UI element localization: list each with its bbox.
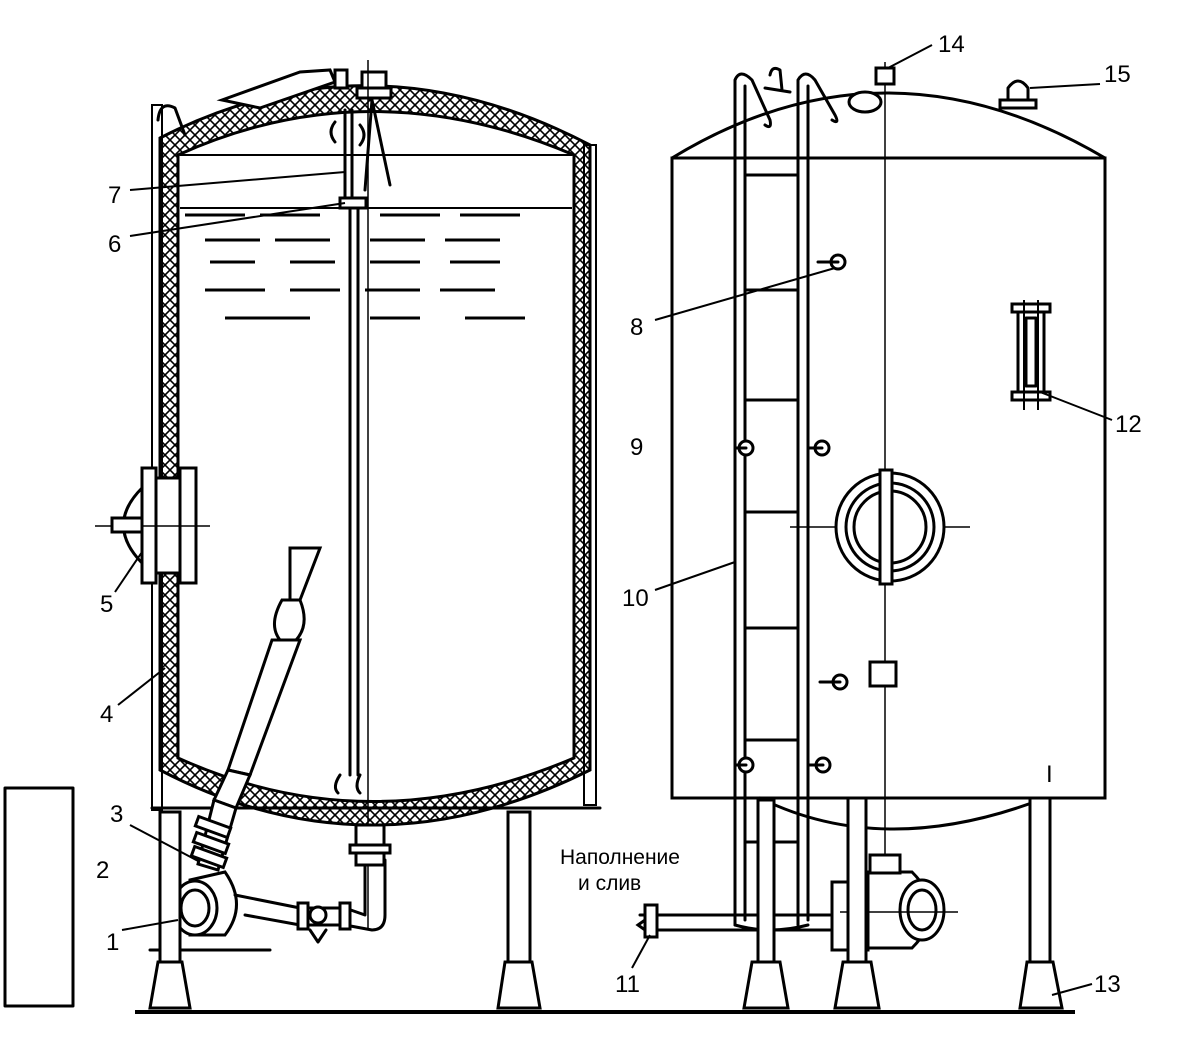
callout-1: 1 xyxy=(106,929,119,956)
tank-roof xyxy=(671,91,1106,160)
left-tank-cutaway xyxy=(95,60,602,1010)
callout-5: 5 xyxy=(100,591,113,618)
right-foot-2 xyxy=(833,960,881,1010)
callout-I: I xyxy=(1046,761,1053,788)
callout-12: 12 xyxy=(1115,411,1142,438)
sight-glass xyxy=(1010,300,1052,410)
right-foot-1 xyxy=(742,960,790,1010)
agitator xyxy=(211,546,323,810)
ladder xyxy=(733,72,839,932)
liquid-dashes xyxy=(185,213,525,320)
callout-3: 3 xyxy=(110,801,123,828)
caption-line-1: Наполнение xyxy=(560,846,680,869)
callout-10: 10 xyxy=(622,585,649,612)
caption-line-2: и слив xyxy=(578,872,641,895)
callout-14: 14 xyxy=(938,31,965,58)
callout-9: 9 xyxy=(630,434,643,461)
sample-taps xyxy=(733,253,849,774)
right-tank-exterior xyxy=(635,62,1107,1010)
callout-labels: 1 2 3 4 5 6 7 8 9 10 11 12 13 14 15 I xyxy=(96,31,1142,998)
round-manhole xyxy=(834,468,946,586)
callout-6: 6 xyxy=(108,231,121,258)
middle-foot xyxy=(496,960,542,1010)
callout-7: 7 xyxy=(108,182,121,209)
callout-4: 4 xyxy=(100,701,113,728)
left-foot xyxy=(148,960,192,1010)
right-foot-3 xyxy=(1018,960,1064,1010)
callout-13: 13 xyxy=(1094,971,1121,998)
callout-11: 11 xyxy=(615,971,640,998)
callout-2: 2 xyxy=(96,857,109,884)
control-box xyxy=(3,786,75,1008)
callout-15: 15 xyxy=(1104,61,1131,88)
roof-nozzle xyxy=(847,90,883,114)
callout-8: 8 xyxy=(630,314,643,341)
leader-lines xyxy=(114,44,1113,996)
